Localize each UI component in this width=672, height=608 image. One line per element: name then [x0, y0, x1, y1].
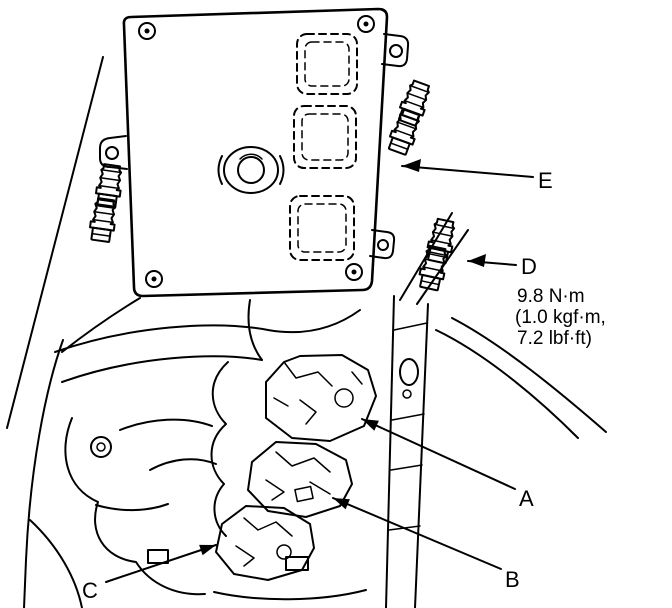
- round-connector: [217, 146, 285, 194]
- mounting-bolt-d: [424, 216, 459, 266]
- mounting-bolt-d: [416, 243, 451, 293]
- label-e: E: [538, 168, 553, 193]
- mounting-bolt: [93, 162, 125, 210]
- arrowhead-b: [333, 498, 350, 510]
- engine-bay-art: [6, 56, 607, 608]
- harness-connector-c: [215, 505, 315, 581]
- connector-port-outline-1: [296, 33, 358, 95]
- connector-port-outline-3: [289, 195, 355, 261]
- mounting-bolts-left: [87, 162, 125, 244]
- torque-value: 9.8 N·m: [517, 286, 585, 307]
- leader-arrow-e: [401, 159, 534, 178]
- mounting-bolt: [87, 196, 119, 244]
- mounting-ear-left: [99, 135, 128, 170]
- label-d: D: [521, 254, 537, 279]
- connector-port-outline-2: [293, 105, 357, 169]
- leader-arrow-b: [332, 497, 502, 570]
- corner-screw-holes: [138, 15, 375, 288]
- arrowhead-d: [468, 254, 486, 267]
- mounting-ear-bottom-right: [369, 229, 396, 260]
- leader-arrow-c: [105, 544, 217, 583]
- mounting-ear-top-right: [381, 33, 410, 68]
- label-c: C: [82, 578, 98, 603]
- torque-kgf: (1.0 kgf·m,: [515, 307, 606, 328]
- harness-connector-b: [247, 441, 353, 518]
- leader-arrow-a: [361, 418, 516, 490]
- arrowhead-c: [199, 544, 216, 556]
- leader-arrow-d: [467, 254, 517, 267]
- mounting-bolt: [384, 107, 424, 157]
- torque-lbf: 7.2 lbf·ft): [517, 328, 592, 349]
- ecm-module: [99, 7, 410, 298]
- harness-connector-a: [265, 354, 377, 442]
- arrowhead-a: [362, 419, 379, 431]
- mounting-bolts-top-right: [384, 78, 434, 157]
- label-a: A: [519, 486, 534, 511]
- label-b: B: [505, 567, 520, 592]
- arrowhead-e: [402, 159, 421, 172]
